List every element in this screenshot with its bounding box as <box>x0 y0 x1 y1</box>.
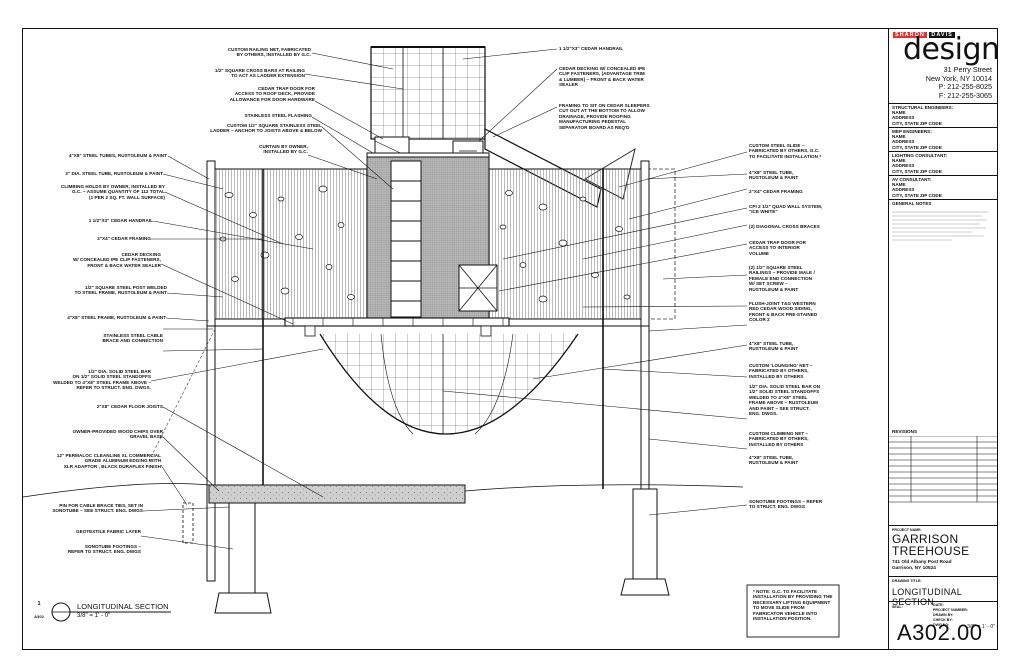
label-geotextile: GEOTEXTILE FABRIC LAYER <box>75 529 141 534</box>
label-curtain: CURTAIN BY OWNER, INSTALLED BY G.C. <box>259 144 308 155</box>
drawing-title-label: DRAWING TITLE: <box>892 579 922 583</box>
label-steel-frame: 4"x8" STEEL FRAME, RUSTOLEUM & PAINT <box>67 315 166 320</box>
consultant-lighting: LIGHTING CONSULTANT: NAME ADDRESS CITY, … <box>892 153 948 174</box>
left-steel-column <box>206 160 216 582</box>
info-drawn-by: DRAWN BY: <box>933 613 954 617</box>
title-block: SHARON DAVIS design 31 Perry Street New … <box>888 29 1000 649</box>
right-sonotube-footing <box>632 488 658 580</box>
installation-note: * NOTE: G.C. TO FACILITATE INSTALLATION … <box>753 589 833 622</box>
label-lounging-net: CUSTOM 'LOUNGING' NET – FABRICATED BY OT… <box>749 363 813 379</box>
section-tag-title: LONGITUDINAL SECTION <box>77 602 169 611</box>
note-box <box>746 584 840 638</box>
section-tag-sheet: A302 <box>34 614 44 619</box>
general-notes-title: GENERAL NOTES <box>892 201 932 206</box>
label-roof-decking: CEDAR DECKING W/ CONCEALED IPE CLIP FAST… <box>559 66 646 88</box>
ladder <box>390 160 422 318</box>
drawing-sheet: CUSTOM RAILING NET, FABRICATED BY OTHERS… <box>22 28 1000 650</box>
info-project-number: PROJECT NUMBER: <box>933 608 968 612</box>
label-quad-wall: CPI 2 1/2" QUAD WALL SYSTEM, "ICE WHITE" <box>749 204 823 215</box>
revisions-title: REVISIONS <box>892 429 918 434</box>
firm-address-2: New York, NY 10014 <box>925 73 992 83</box>
section-tag-scale: 3/8" = 1' - 0" <box>77 613 111 619</box>
revisions-table <box>889 436 998 503</box>
label-roof-trap-door: CEDAR TRAP DOOR FOR ACCESS TO ROOF DECK,… <box>229 86 315 102</box>
label-climbing-net: CUSTOM CLIMBING NET – FABRICATED BY OTHE… <box>749 431 809 447</box>
label-cedar-handrail-left: 1 1/2"x3" CEDAR HANDRAIL <box>88 218 153 223</box>
label-cedar-handrail-top: 1 1/2"x3" CEDAR HANDRAIL <box>559 46 624 51</box>
project-address-1: 741 Old Albany Post Road <box>892 560 952 565</box>
label-floor-joists: 2"x8" CEDAR FLOOR JOISTS <box>96 404 163 409</box>
info-date: DATE: <box>933 603 944 607</box>
label-railing-net: CUSTOM RAILING NET, FABRICATED BY OTHERS… <box>227 47 311 58</box>
info-scale: 3/8" = 1' - 0" <box>967 624 995 630</box>
label-sleepers: FRAMING TO SIT ON CEDAR SLEEPERS CUT OUT… <box>559 103 650 130</box>
label-interior-trap-door: CEDAR TRAP DOOR FOR ACCESS TO INTERIOR V… <box>749 240 807 256</box>
label-sonotube-right: SONOTUBE FOOTINGS – REFER TO STRUCT. ENG… <box>749 499 823 510</box>
label-steel-tube-right-2: 4"x8" STEEL TUBE, RUSTOLEUM & PAINT <box>749 341 799 352</box>
label-sonotube-left: SONOTUBE FOOTINGS – REFER TO STRUCT. ENG… <box>67 544 141 555</box>
right-climbing-wall <box>488 168 642 320</box>
label-cable-brace: STAINLESS STEEL CABLE BRACE AND CONNECTI… <box>102 333 163 344</box>
label-slide: CUSTOM STEEL SLIDE – FABRICATED BY OTHER… <box>749 143 822 159</box>
label-cross-bars: 1/2" SQUARE CROSS BARS AT RAILING TO ACT… <box>214 68 305 79</box>
label-steel-tube-right-3: 4"x8" STEEL TUBE, RUSTOLEUM & PAINT <box>749 455 799 466</box>
info-dwg-no: DWG NO: <box>933 623 950 627</box>
firm-fax: F: 212-255-3065 <box>938 90 992 100</box>
label-steel-railings: (2) 1/2" SQUARE STEEL RAILINGS – PROVIDE… <box>749 265 815 292</box>
label-cable-pin: PIN FOR CABLE BRACE TIES, SET IN SONOTUB… <box>52 503 143 514</box>
project-address-2: Garrison, NY 10524 <box>892 566 936 571</box>
project-name-label: PROJECT NAME: <box>892 528 922 532</box>
label-solid-bar-right: 1/2" DIA. SOLID STEEL BAR ON 1/2" SOLID … <box>749 384 821 417</box>
info-checked-by: CHECK BY: <box>933 618 953 622</box>
seal-label: SEAL: <box>892 605 903 609</box>
label-steel-tubes: 4"x8" STEEL TUBES, RUSTOLEUM & PAINT <box>68 153 167 158</box>
sheet-number: A302.00 <box>897 620 983 645</box>
general-notes-text <box>892 211 988 241</box>
section-tag-number: 1 <box>37 601 41 607</box>
label-steel-post: 1/2" SQUARE STEEL POST WELDED TO STEEL F… <box>74 285 167 296</box>
label-steel-tube-right-1: 4"x8" STEEL TUBE, RUSTOLEUM & PAINT <box>749 170 799 181</box>
consultant-structural: STRUCTURAL ENGINEERS: NAME ADDRESS CITY,… <box>892 105 954 126</box>
brand-word: design <box>903 32 1000 67</box>
section-drawing <box>23 46 840 638</box>
floor-deck <box>284 317 510 327</box>
roof-railing-net <box>370 46 486 140</box>
label-cedar-siding: FLUSH-JOINT T&G WESTERN RED CEDAR WOOD S… <box>749 301 818 323</box>
project-name-line-2: TREEHOUSE <box>892 544 970 558</box>
consultant-mep: MEP ENGINEERS: NAME ADDRESS CITY, STATE … <box>892 129 942 150</box>
consultant-av: AV CONSULTANT: NAME ADDRESS CITY, STATE … <box>892 177 942 198</box>
label-cross-braces: (2) DIAGONAL CROSS BRACES <box>749 224 820 229</box>
firm-phone: P: 212-255-8025 <box>938 82 992 91</box>
project-name-line-1: GARRISON <box>892 532 959 546</box>
label-wood-chips: OWNER-PROVIDED WOOD CHIPS OVER GRAVEL BA… <box>72 429 163 440</box>
label-cedar-framing-right: 2"x4" CEDAR FRAMING <box>749 189 803 194</box>
left-sonotube-footing <box>228 502 256 594</box>
label-ladder: CUSTOM 1/2" SQUARE STAINLESS STEEL LADDE… <box>210 123 322 134</box>
brand-names: SHARON DAVIS <box>893 32 955 38</box>
label-cedar-decking-left: CEDAR DECKING W/ CONCEALED IPE CLIP FAST… <box>72 252 161 268</box>
wood-chip-bed <box>208 484 466 504</box>
label-dia-steel-tube: 3" DIA. STEEL TUBE, RUSTOLEUM & PAINT <box>65 171 163 176</box>
label-cedar-framing-left: 2"x4" CEDAR FRAMING <box>97 236 151 241</box>
label-climbing-holds: CLIMBING HOLDS BY OWNER, INSTALLED BY G.… <box>60 184 165 200</box>
left-climbing-wall <box>206 168 368 320</box>
label-permaloc-edging: 12" PERMALOC CLEANLINE XL COMMERCIAL GRA… <box>56 453 161 469</box>
label-solid-bar-left: 1/2" DIA. SOLID STEEL BAR ON 1/2" SOLID … <box>53 369 151 391</box>
firm-address-1: 31 Perry Street <box>943 65 992 74</box>
drawing-title: LONGITUDINAL SECTION <box>892 587 962 607</box>
label-flashing: STAINLESS STEEL FLASHING <box>244 113 312 118</box>
firm-logo: SHARON DAVIS design 31 Perry Street New … <box>893 32 1000 114</box>
lounging-net <box>319 333 579 435</box>
